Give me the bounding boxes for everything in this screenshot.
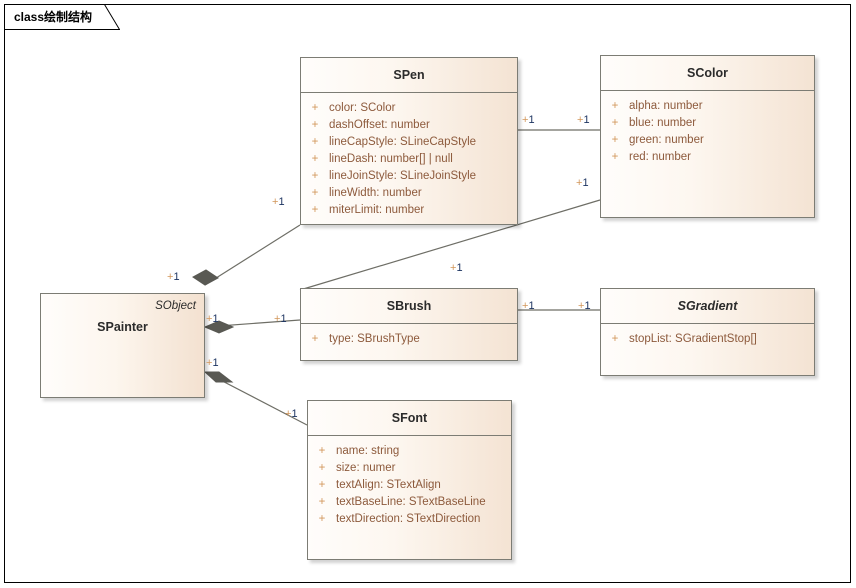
class-header-spen: SPen <box>301 58 517 93</box>
aggregation-diamond-spen <box>192 269 219 286</box>
class-box-sgradient[interactable]: SGradient + stopList: SGradientStop[] <box>600 288 815 376</box>
attribute-row: + type: SBrushType <box>301 331 517 348</box>
attribute-text: dashOffset: number <box>329 119 430 131</box>
aggregation-diamond-sfont <box>203 371 234 383</box>
attribute-row: + textBaseLine: STextBaseLine <box>308 494 511 511</box>
multiplicity-sbrush-spainter: +1 <box>274 313 287 325</box>
visibility-marker: + <box>311 136 319 148</box>
attribute-text: textDirection: STextDirection <box>336 513 481 525</box>
attribute-text: textAlign: STextAlign <box>336 479 441 491</box>
class-attributes-spen: + color: SColor + dashOffset: number + l… <box>301 93 517 226</box>
attribute-row: + lineWidth: number <box>301 185 517 202</box>
visibility-marker: + <box>311 187 319 199</box>
attribute-row: + lineDash: number[] | null <box>301 151 517 168</box>
attribute-text: lineJoinStyle: SLineJoinStyle <box>329 170 477 182</box>
class-stereotype-spainter: SObject <box>155 300 196 312</box>
visibility-marker: + <box>611 134 619 146</box>
visibility-marker: + <box>311 153 319 165</box>
visibility-marker: + <box>318 445 326 457</box>
class-header-sfont: SFont <box>308 401 511 436</box>
frame-tab-label: class绘制结构 <box>14 8 92 25</box>
multiplicity-scolor-sbrush: +1 <box>576 177 589 189</box>
frame-title: 绘制结构 <box>44 10 93 24</box>
visibility-marker: + <box>311 102 319 114</box>
attribute-row: + lineCapStyle: SLineCapStyle <box>301 134 517 151</box>
multiplicity-sbrush-sgradient: +1 <box>522 300 535 312</box>
attribute-text: blue: number <box>629 117 697 129</box>
attribute-row: + lineJoinStyle: SLineJoinStyle <box>301 168 517 185</box>
class-header-spainter: SPainter <box>97 320 148 334</box>
visibility-marker: + <box>311 333 319 345</box>
attribute-text: green: number <box>629 134 704 146</box>
attribute-row: + green: number <box>601 132 814 149</box>
class-box-spainter[interactable]: SObject SPainter <box>40 293 205 398</box>
connector-spainter-spen <box>204 224 301 286</box>
class-header-sgradient: SGradient <box>601 289 814 324</box>
visibility-marker: + <box>611 117 619 129</box>
class-box-spen[interactable]: SPen + color: SColor + dashOffset: numbe… <box>300 57 518 225</box>
attribute-row: + miterLimit: number <box>301 202 517 219</box>
visibility-marker: + <box>611 333 619 345</box>
visibility-marker: + <box>311 204 319 216</box>
visibility-marker: + <box>318 496 326 508</box>
attribute-row: + textDirection: STextDirection <box>308 511 511 528</box>
attribute-text: miterLimit: number <box>329 204 425 216</box>
class-box-sbrush[interactable]: SBrush + type: SBrushType <box>300 288 518 361</box>
attribute-row: + textAlign: STextAlign <box>308 477 511 494</box>
multiplicity-spen-spainter: +1 <box>272 196 285 208</box>
attribute-text: red: number <box>629 151 692 163</box>
class-attributes-scolor: + alpha: number + blue: number + green: … <box>601 91 814 173</box>
multiplicity-sbrush-scolor: +1 <box>450 262 463 274</box>
multiplicity-spainter-spen: +1 <box>167 271 180 283</box>
class-header-scolor: SColor <box>601 56 814 91</box>
multiplicity-scolor-spen: +1 <box>577 114 590 126</box>
frame-keyword: class <box>14 10 45 24</box>
multiplicity-spen-scolor: +1 <box>522 114 535 126</box>
visibility-marker: + <box>311 119 319 131</box>
class-box-sfont[interactable]: SFont + name: string + size: numer + tex… <box>307 400 512 560</box>
multiplicity-sgradient-sbrush: +1 <box>578 300 591 312</box>
attribute-row: + alpha: number <box>601 98 814 115</box>
attribute-text: alpha: number <box>629 100 703 112</box>
visibility-marker: + <box>318 462 326 474</box>
class-header-sbrush: SBrush <box>301 289 517 324</box>
attribute-row: + dashOffset: number <box>301 117 517 134</box>
class-attributes-sbrush: + type: SBrushType <box>301 324 517 355</box>
visibility-marker: + <box>318 479 326 491</box>
visibility-marker: + <box>318 513 326 525</box>
multiplicity-sfont-spainter: +1 <box>285 408 298 420</box>
attribute-row: + red: number <box>601 149 814 166</box>
attribute-text: lineWidth: number <box>329 187 422 199</box>
attribute-text: stopList: SGradientStop[] <box>629 333 757 345</box>
attribute-row: + size: numer <box>308 460 511 477</box>
visibility-marker: + <box>611 151 619 163</box>
attribute-text: name: string <box>336 445 400 457</box>
attribute-text: lineDash: number[] | null <box>329 153 453 165</box>
attribute-row: + blue: number <box>601 115 814 132</box>
multiplicity-spainter-sfont: +1 <box>206 357 219 369</box>
attribute-text: type: SBrushType <box>329 333 420 345</box>
class-attributes-sgradient: + stopList: SGradientStop[] <box>601 324 814 355</box>
visibility-marker: + <box>311 170 319 182</box>
attribute-text: size: numer <box>336 462 396 474</box>
attribute-row: + color: SColor <box>301 100 517 117</box>
attribute-row: + stopList: SGradientStop[] <box>601 331 814 348</box>
visibility-marker: + <box>611 100 619 112</box>
attribute-row: + name: string <box>308 443 511 460</box>
multiplicity-spainter-sbrush: +1 <box>206 313 219 325</box>
attribute-text: color: SColor <box>329 102 396 114</box>
class-box-scolor[interactable]: SColor + alpha: number + blue: number + … <box>600 55 815 218</box>
diagram-frame-tab: class绘制结构 <box>4 4 120 30</box>
attribute-text: textBaseLine: STextBaseLine <box>336 496 486 508</box>
class-attributes-sfont: + name: string + size: numer + textAlign… <box>308 436 511 535</box>
attribute-text: lineCapStyle: SLineCapStyle <box>329 136 477 148</box>
